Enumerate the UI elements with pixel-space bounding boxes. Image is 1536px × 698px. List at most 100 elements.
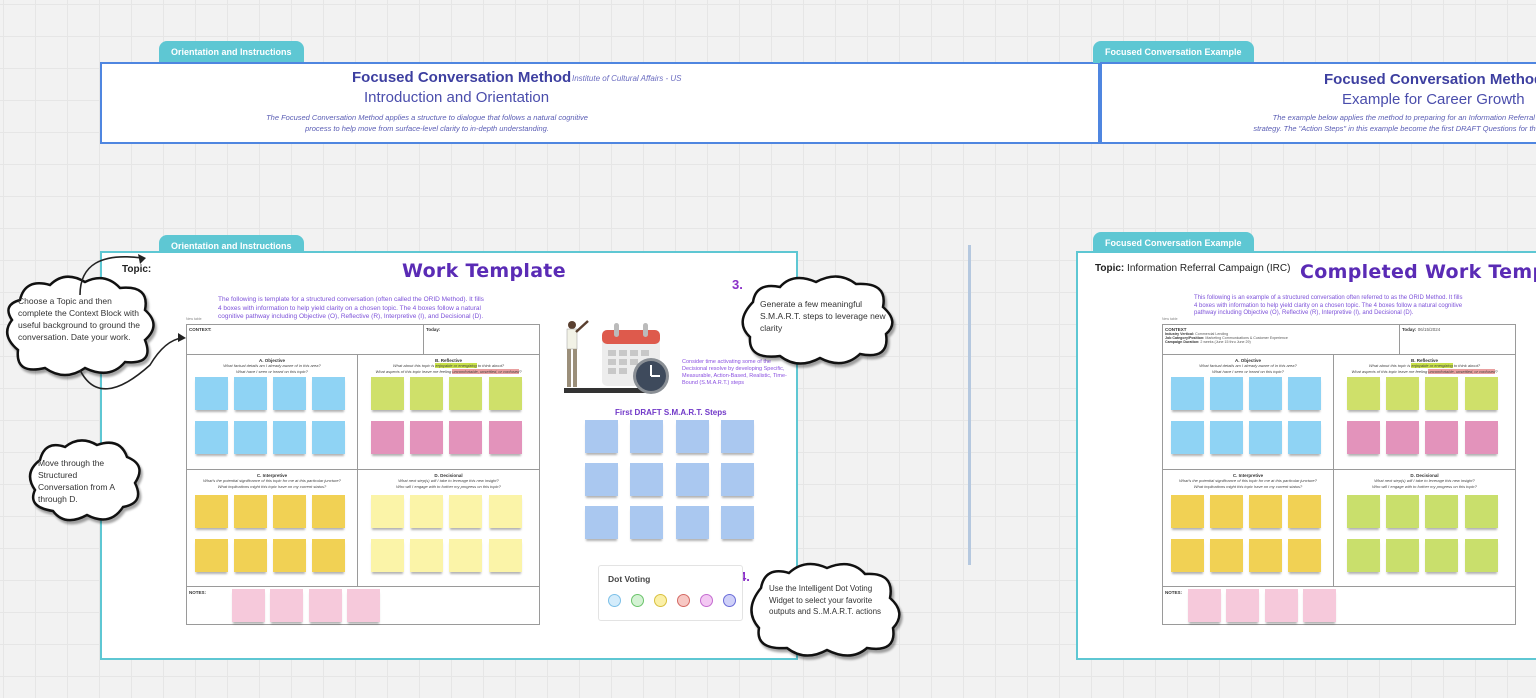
sticky-note-c[interactable] <box>195 495 228 528</box>
sticky-note-d[interactable] <box>410 539 443 572</box>
sticky-note-b[interactable] <box>371 377 404 410</box>
today-cell[interactable]: Today: 06/15/2024 <box>1399 325 1515 354</box>
completed-template-board[interactable]: Topic: Information Referral Campaign (IR… <box>1076 251 1536 660</box>
today-cell[interactable]: Today: <box>423 325 539 354</box>
vote-dot-indigo[interactable] <box>723 594 736 607</box>
sticky-note-c[interactable] <box>234 539 267 572</box>
sticky-note-d[interactable] <box>1425 495 1458 528</box>
sticky-note-a[interactable] <box>1288 377 1321 410</box>
sticky-note-b[interactable] <box>449 377 482 410</box>
frame-tab-orientation[interactable]: Orientation and Instructions <box>159 41 304 63</box>
sticky-note-a[interactable] <box>273 421 306 454</box>
sticky-note-b[interactable] <box>449 421 482 454</box>
sticky-note-smart[interactable] <box>721 463 754 496</box>
sticky-note-b[interactable] <box>410 377 443 410</box>
frame-tab-example[interactable]: Focused Conversation Example <box>1093 41 1254 63</box>
sticky-note-a[interactable] <box>195 377 228 410</box>
sticky-note-smart[interactable] <box>585 506 618 539</box>
sticky-note-notes[interactable] <box>1188 589 1221 622</box>
vote-dot-yellow[interactable] <box>654 594 667 607</box>
sticky-note-a[interactable] <box>1210 377 1243 410</box>
vote-dot-red[interactable] <box>677 594 690 607</box>
sticky-note-a[interactable] <box>312 421 345 454</box>
sticky-note-d[interactable] <box>1425 539 1458 572</box>
sticky-note-d[interactable] <box>410 495 443 528</box>
sticky-note-smart[interactable] <box>676 420 709 453</box>
sticky-note-a[interactable] <box>234 377 267 410</box>
sticky-note-c[interactable] <box>312 539 345 572</box>
sticky-note-c[interactable] <box>195 539 228 572</box>
sticky-note-smart[interactable] <box>721 420 754 453</box>
sticky-note-d[interactable] <box>371 539 404 572</box>
sticky-note-b[interactable] <box>371 421 404 454</box>
sticky-note-c[interactable] <box>1210 539 1243 572</box>
sticky-note-b[interactable] <box>489 421 522 454</box>
sticky-note-notes[interactable] <box>1303 589 1336 622</box>
sticky-note-notes[interactable] <box>270 589 303 622</box>
sticky-note-d[interactable] <box>1347 539 1380 572</box>
sticky-note-b[interactable] <box>1465 377 1498 410</box>
sticky-note-d[interactable] <box>1347 495 1380 528</box>
sticky-note-b[interactable] <box>1347 421 1380 454</box>
sticky-note-b[interactable] <box>410 421 443 454</box>
sticky-note-a[interactable] <box>234 421 267 454</box>
sticky-note-d[interactable] <box>449 539 482 572</box>
sticky-note-b[interactable] <box>1425 377 1458 410</box>
sticky-note-d[interactable] <box>489 539 522 572</box>
sticky-note-c[interactable] <box>1288 495 1321 528</box>
sticky-note-a[interactable] <box>1210 421 1243 454</box>
sticky-note-b[interactable] <box>489 377 522 410</box>
sticky-note-d[interactable] <box>449 495 482 528</box>
sticky-note-notes[interactable] <box>1265 589 1298 622</box>
sticky-note-c[interactable] <box>312 495 345 528</box>
sticky-note-d[interactable] <box>489 495 522 528</box>
sticky-note-smart[interactable] <box>721 506 754 539</box>
sticky-note-a[interactable] <box>195 421 228 454</box>
sticky-note-notes[interactable] <box>1226 589 1259 622</box>
sticky-note-smart[interactable] <box>630 463 663 496</box>
sticky-note-a[interactable] <box>1288 421 1321 454</box>
sticky-note-c[interactable] <box>1249 539 1282 572</box>
sticky-note-c[interactable] <box>1171 539 1204 572</box>
sticky-note-smart[interactable] <box>630 506 663 539</box>
context-cell[interactable]: CONTEXT: <box>187 325 423 354</box>
sticky-note-c[interactable] <box>273 495 306 528</box>
vote-dot-green[interactable] <box>631 594 644 607</box>
frame-tab-completed[interactable]: Focused Conversation Example <box>1093 232 1254 254</box>
intro-header-frame[interactable]: Focused Conversation Method Institute of… <box>100 62 1100 144</box>
example-header-frame[interactable]: Focused Conversation Method Example for … <box>1100 62 1536 144</box>
sticky-note-c[interactable] <box>234 495 267 528</box>
sticky-note-d[interactable] <box>1386 539 1419 572</box>
sticky-note-a[interactable] <box>1249 377 1282 410</box>
instruction-cloud-4[interactable]: Use the Intelligent Dot Voting Widget to… <box>747 558 907 658</box>
sticky-note-smart[interactable] <box>630 420 663 453</box>
vote-dot-blue[interactable] <box>608 594 621 607</box>
sticky-note-b[interactable] <box>1347 377 1380 410</box>
sticky-note-smart[interactable] <box>585 463 618 496</box>
sticky-note-c[interactable] <box>1249 495 1282 528</box>
sticky-note-a[interactable] <box>273 377 306 410</box>
sticky-note-c[interactable] <box>1288 539 1321 572</box>
sticky-note-b[interactable] <box>1386 377 1419 410</box>
sticky-note-d[interactable] <box>1465 539 1498 572</box>
sticky-note-notes[interactable] <box>309 589 342 622</box>
sticky-note-c[interactable] <box>1171 495 1204 528</box>
context-cell[interactable]: CONTEXT Industry Vertical: Commercial Le… <box>1163 325 1399 354</box>
sticky-note-d[interactable] <box>371 495 404 528</box>
sticky-note-a[interactable] <box>1171 377 1204 410</box>
dot-voting-widget[interactable]: Dot Voting <box>598 565 743 621</box>
sticky-note-d[interactable] <box>1386 495 1419 528</box>
sticky-note-c[interactable] <box>1210 495 1243 528</box>
sticky-note-b[interactable] <box>1425 421 1458 454</box>
work-template-board[interactable]: Topic: Work Template The following is te… <box>100 251 798 660</box>
sticky-note-smart[interactable] <box>585 420 618 453</box>
sticky-note-b[interactable] <box>1465 421 1498 454</box>
instruction-cloud-2[interactable]: Move through the Structured Conversation… <box>25 435 145 525</box>
sticky-note-a[interactable] <box>1249 421 1282 454</box>
vote-dot-magenta[interactable] <box>700 594 713 607</box>
sticky-note-a[interactable] <box>312 377 345 410</box>
sticky-note-smart[interactable] <box>676 463 709 496</box>
sticky-note-a[interactable] <box>1171 421 1204 454</box>
sticky-note-smart[interactable] <box>676 506 709 539</box>
sticky-note-notes[interactable] <box>347 589 380 622</box>
